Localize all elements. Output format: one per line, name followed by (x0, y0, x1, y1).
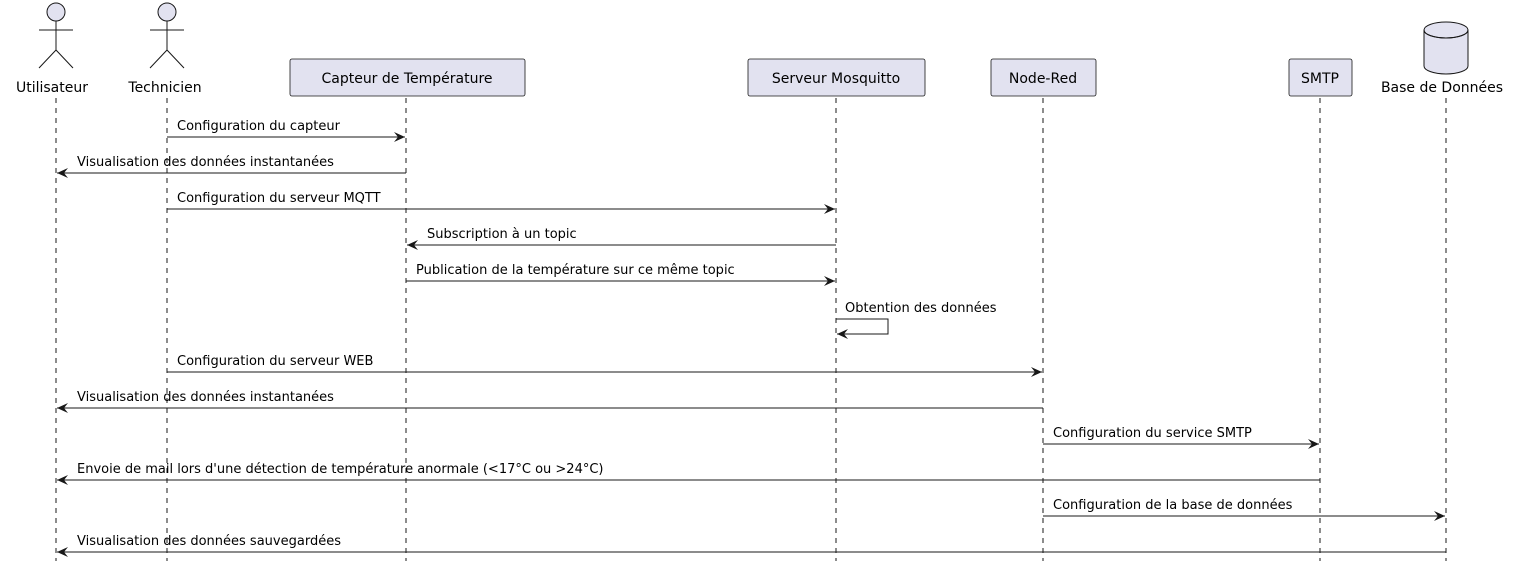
participant-mosquitto: Serveur Mosquitto (747, 58, 926, 97)
message-label: Visualisation des données instantanées (77, 155, 334, 170)
participant-label: Base de Données (1381, 80, 1503, 96)
message-label: Obtention des données (845, 301, 997, 316)
message-2: Visualisation des données instantanées (57, 155, 406, 178)
participant-label: Capteur de Température (321, 71, 492, 87)
participant-label: Technicien (127, 80, 201, 96)
database-icon (1423, 21, 1469, 75)
participant-nodered: Node-Red (990, 58, 1097, 97)
participant-capteur: Capteur de Température (289, 58, 526, 97)
message-1: Configuration du capteur (167, 119, 405, 142)
database-bdd: Base de Données (1381, 21, 1503, 96)
message-6: Obtention des données (836, 301, 997, 339)
message-4: Subscription à un topic (407, 227, 836, 250)
message-11: Configuration de la base de données (1043, 498, 1445, 521)
participant-label: Serveur Mosquitto (772, 71, 900, 87)
participant-smtp: SMTP (1288, 58, 1353, 97)
message-label: Visualisation des données sauvegardées (77, 534, 341, 549)
message-label: Envoie de mail lors d'une détection de t… (77, 462, 604, 477)
message-label: Publication de la température sur ce mêm… (416, 263, 735, 278)
lifelines (55, 98, 1447, 561)
actor-technicien: Technicien (127, 2, 202, 96)
message-label: Configuration de la base de données (1053, 498, 1293, 513)
message-12: Visualisation des données sauvegardées (57, 534, 1446, 557)
participant-label: Utilisateur (16, 80, 88, 96)
self-message-arrow (836, 318, 889, 339)
message-label: Configuration du serveur WEB (177, 354, 373, 369)
message-10: Envoie de mail lors d'une détection de t… (57, 462, 1320, 485)
message-3: Configuration du serveur MQTT (167, 191, 835, 214)
message-label: Subscription à un topic (427, 227, 577, 242)
message-label: Visualisation des données instantanées (77, 390, 334, 405)
message-label: Configuration du capteur (177, 119, 341, 134)
message-9: Configuration du service SMTP (1043, 426, 1319, 449)
message-5: Publication de la température sur ce mêm… (406, 263, 835, 286)
message-label: Configuration du service SMTP (1053, 426, 1252, 441)
message-7: Configuration du serveur WEB (167, 354, 1042, 377)
stick-figure-icon (149, 2, 185, 69)
participant-label: SMTP (1301, 71, 1339, 87)
stick-figure-icon (38, 2, 74, 69)
message-8: Visualisation des données instantanées (57, 390, 1043, 413)
actor-utilisateur: Utilisateur (16, 2, 88, 96)
participant-label: Node-Red (1009, 71, 1077, 87)
message-label: Configuration du serveur MQTT (177, 191, 381, 206)
